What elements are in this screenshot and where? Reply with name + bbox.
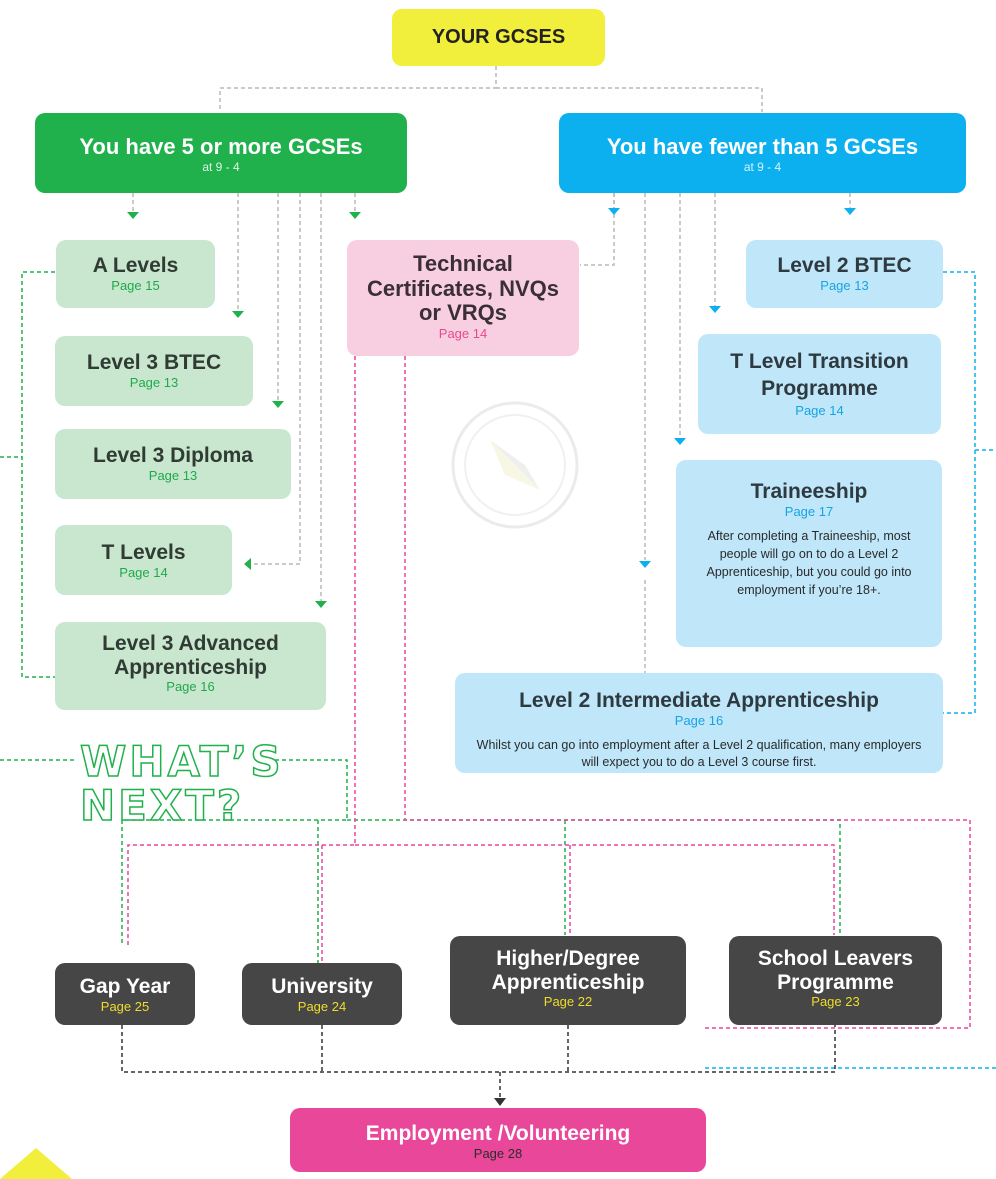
option-title: Higher/Degree Apprenticeship (491, 947, 645, 994)
branch-subtitle: at 9 - 4 (202, 159, 240, 174)
option-title: Level 3 Advanced Apprenticeship (102, 632, 279, 679)
corner-triangle (0, 1148, 72, 1179)
heading-line: WHAT’S (79, 737, 284, 786)
option-title: Traineeship (750, 480, 868, 503)
whats-next-heading: WHAT’S NEXT? (79, 737, 284, 830)
option-t-level-transition[interactable]: T Level Transition Programme Page 14 (698, 334, 941, 434)
option-title: Level 3 BTEC (86, 351, 222, 374)
branch-title: You have fewer than 5 GCSEs (606, 134, 919, 159)
option-page: Page 13 (148, 467, 198, 483)
root-title: YOUR GCSES (431, 26, 566, 48)
option-page: Page 28 (473, 1145, 523, 1161)
five-or-more-branch: You have 5 or more GCSEs at 9 - 4 (35, 113, 407, 193)
option-title: Level 3 Diploma (93, 444, 253, 467)
root-node: YOUR GCSES (392, 9, 605, 66)
option-page: Page 13 (820, 277, 869, 293)
option-page: Page 23 (811, 994, 860, 1010)
option-note: After completing a Traineeship, most peo… (706, 529, 912, 598)
option-page: Page 13 (129, 374, 179, 390)
option-page: Page 25 (100, 998, 150, 1014)
option-level3-advanced-apprenticeship[interactable]: Level 3 Advanced Apprenticeship Page 16 (55, 622, 326, 710)
option-employment-volunteering[interactable]: Employment /Volunteering Page 28 (290, 1108, 706, 1172)
option-title: Employment /Volunteering (365, 1122, 631, 1145)
option-level3-btec[interactable]: Level 3 BTEC Page 13 (55, 336, 253, 406)
option-page: Page 17 (784, 503, 834, 519)
option-page: Page 16 (674, 712, 724, 728)
option-title: T Levels (101, 541, 186, 564)
branch-title: You have 5 or more GCSEs (79, 134, 363, 159)
branch-subtitle: at 9 - 4 (743, 159, 782, 174)
fewer-than-five-branch: You have fewer than 5 GCSEs at 9 - 4 (559, 113, 966, 193)
option-level2-btec[interactable]: Level 2 BTEC Page 13 (746, 240, 943, 308)
option-title: University (271, 975, 373, 998)
option-page: Page 15 (111, 277, 160, 293)
option-technical-certificates[interactable]: Technical Certificates, NVQs or VRQs Pag… (347, 240, 579, 356)
option-title: Level 2 Intermediate Apprenticeship (519, 689, 879, 712)
option-note: Whilst you can go into employment after … (476, 738, 922, 769)
option-title: A Levels (92, 254, 179, 277)
heading-line: NEXT? (79, 781, 245, 830)
compass-icon (451, 401, 579, 529)
option-school-leavers-programme[interactable]: School Leavers Programme Page 23 (729, 936, 942, 1025)
option-traineeship[interactable]: Traineeship Page 17 After completing a T… (676, 460, 942, 647)
option-title: Gap Year (79, 975, 171, 998)
option-page: Page 14 (438, 325, 488, 341)
option-a-levels[interactable]: A Levels Page 15 (56, 240, 215, 308)
option-level2-intermediate-apprenticeship[interactable]: Level 2 Intermediate Apprenticeship Page… (455, 673, 943, 773)
option-page: Page 14 (119, 564, 168, 580)
option-page: Page 22 (543, 994, 593, 1010)
option-title: Technical Certificates, NVQs or VRQs (367, 251, 559, 326)
option-page: Page 24 (297, 998, 347, 1014)
option-university[interactable]: University Page 24 (242, 963, 402, 1025)
option-gap-year[interactable]: Gap Year Page 25 (55, 963, 195, 1025)
option-t-levels[interactable]: T Levels Page 14 (55, 525, 232, 595)
option-title: Level 2 BTEC (777, 254, 912, 277)
option-higher-degree-apprenticeship[interactable]: Higher/Degree Apprenticeship Page 22 (450, 936, 686, 1025)
option-page: Page 16 (166, 679, 215, 695)
option-page: Page 14 (795, 402, 844, 418)
option-level3-diploma[interactable]: Level 3 Diploma Page 13 (55, 429, 291, 499)
option-title: T Level Transition Programme (730, 350, 909, 401)
option-title: School Leavers Programme (757, 947, 914, 994)
